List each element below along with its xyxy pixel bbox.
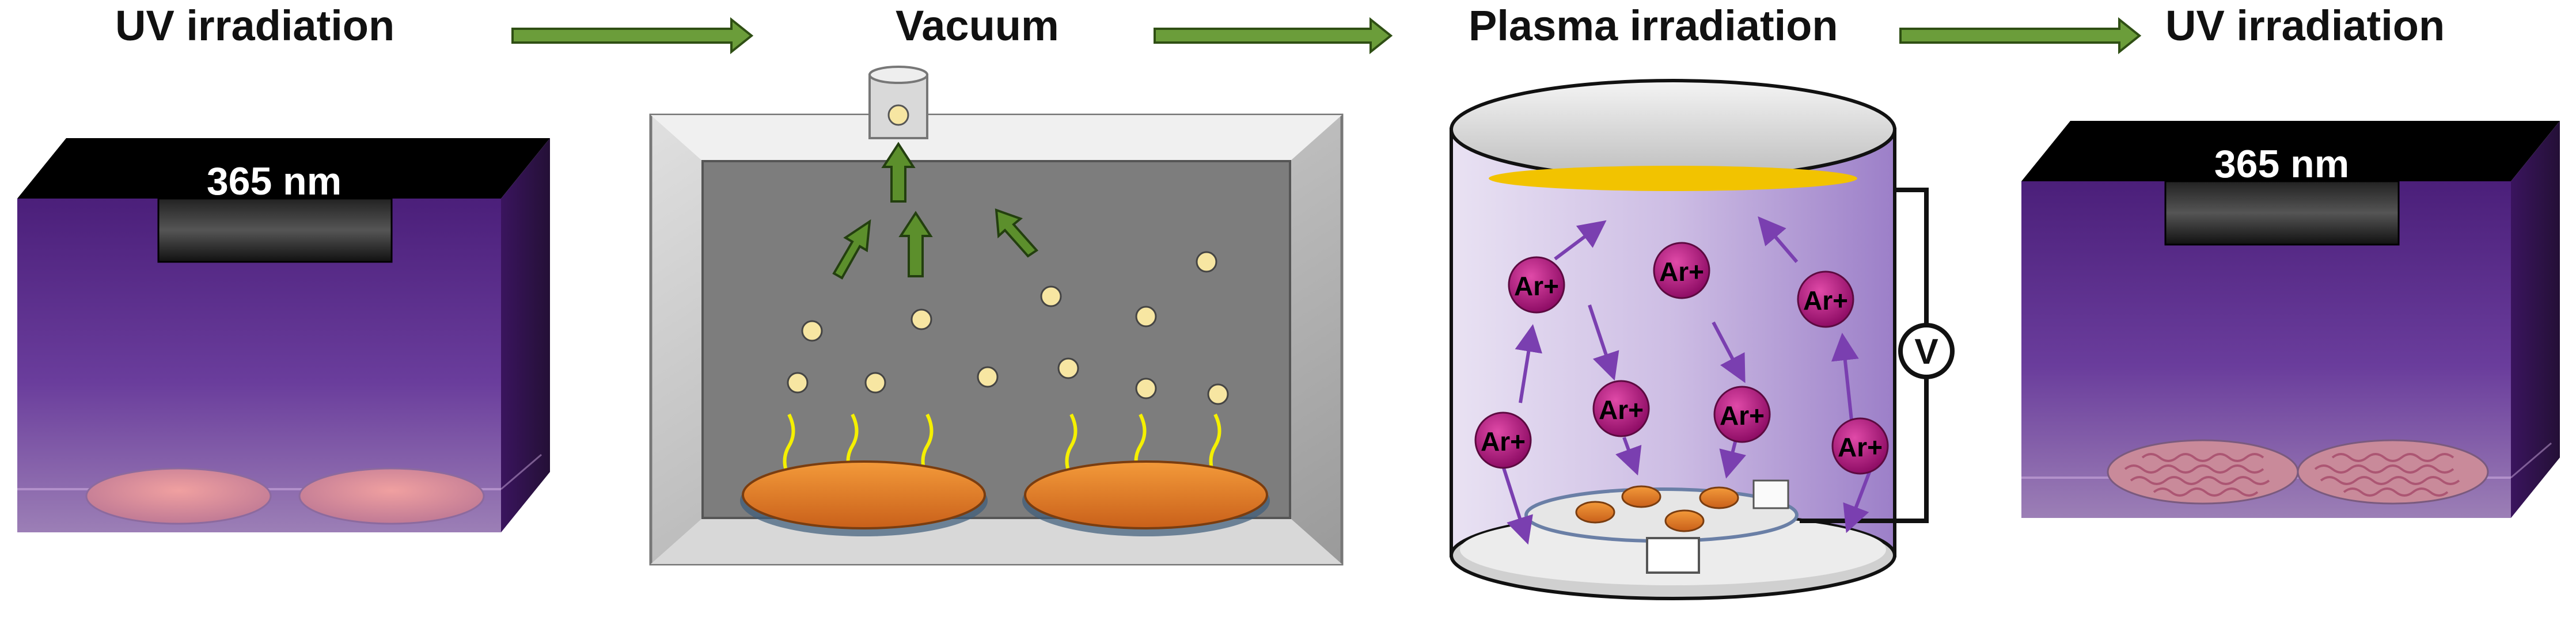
argon-ion: Ar+ [1592, 380, 1650, 437]
argon-ion: Ar+ [1653, 242, 1710, 299]
step-3-title: Plasma irradiation [1469, 2, 1838, 49]
uv-lamp-1 [157, 197, 393, 263]
uv-lamp-2 [2164, 180, 2400, 246]
textured-sample-dish [2107, 439, 2299, 505]
top-electrode [1489, 166, 1857, 191]
voltmeter-label: V [1914, 332, 1938, 372]
svg-text:Ar+: Ar+ [1803, 285, 1848, 315]
argon-ion: Ar+ [1797, 270, 1854, 328]
argon-ion: Ar+ [1831, 417, 1889, 475]
argon-ion: Ar+ [1713, 386, 1771, 443]
argon-ion: Ar+ [1474, 411, 1532, 469]
plasma-chamber: V Ar+ Ar+ [1450, 79, 1955, 600]
uv-wavelength-label-1: 365 nm [207, 159, 342, 203]
process-arrow-2 [1154, 17, 1393, 55]
step-2-title: Vacuum [896, 2, 1059, 49]
desorbed-molecules [787, 251, 1229, 405]
textured-sample-dish [2297, 439, 2489, 505]
stage-samples [1575, 485, 1739, 532]
vacuum-chamber [649, 66, 1344, 566]
uv-box-1: 365 nm [17, 138, 550, 532]
svg-text:Ar+: Ar+ [1659, 257, 1704, 287]
svg-text:Ar+: Ar+ [1599, 395, 1644, 425]
vacuum-pump [868, 66, 928, 139]
svg-text:Ar+: Ar+ [1481, 426, 1526, 456]
process-arrow-1 [511, 17, 754, 55]
molecule [887, 104, 909, 126]
substrate [1024, 460, 1268, 529]
svg-text:Ar+: Ar+ [1838, 432, 1883, 462]
sample-dish [298, 467, 485, 525]
process-arrow-3 [1899, 17, 2142, 55]
step-1-title: UV irradiation [115, 2, 395, 49]
evacuation-arrows [832, 142, 1039, 280]
substrate [742, 460, 986, 529]
ion-trajectories [1501, 216, 1873, 545]
svg-text:Ar+: Ar+ [1720, 401, 1765, 430]
argon-ion: Ar+ [1508, 256, 1565, 314]
uv-box-2: 365 nm [2021, 121, 2560, 518]
step-4-title: UV irradiation [2165, 2, 2445, 49]
svg-text:Ar+: Ar+ [1514, 271, 1559, 301]
sample-dish [85, 467, 272, 525]
uv-wavelength-label-2: 365 nm [2214, 142, 2349, 186]
voltmeter-icon [1898, 323, 1955, 379]
